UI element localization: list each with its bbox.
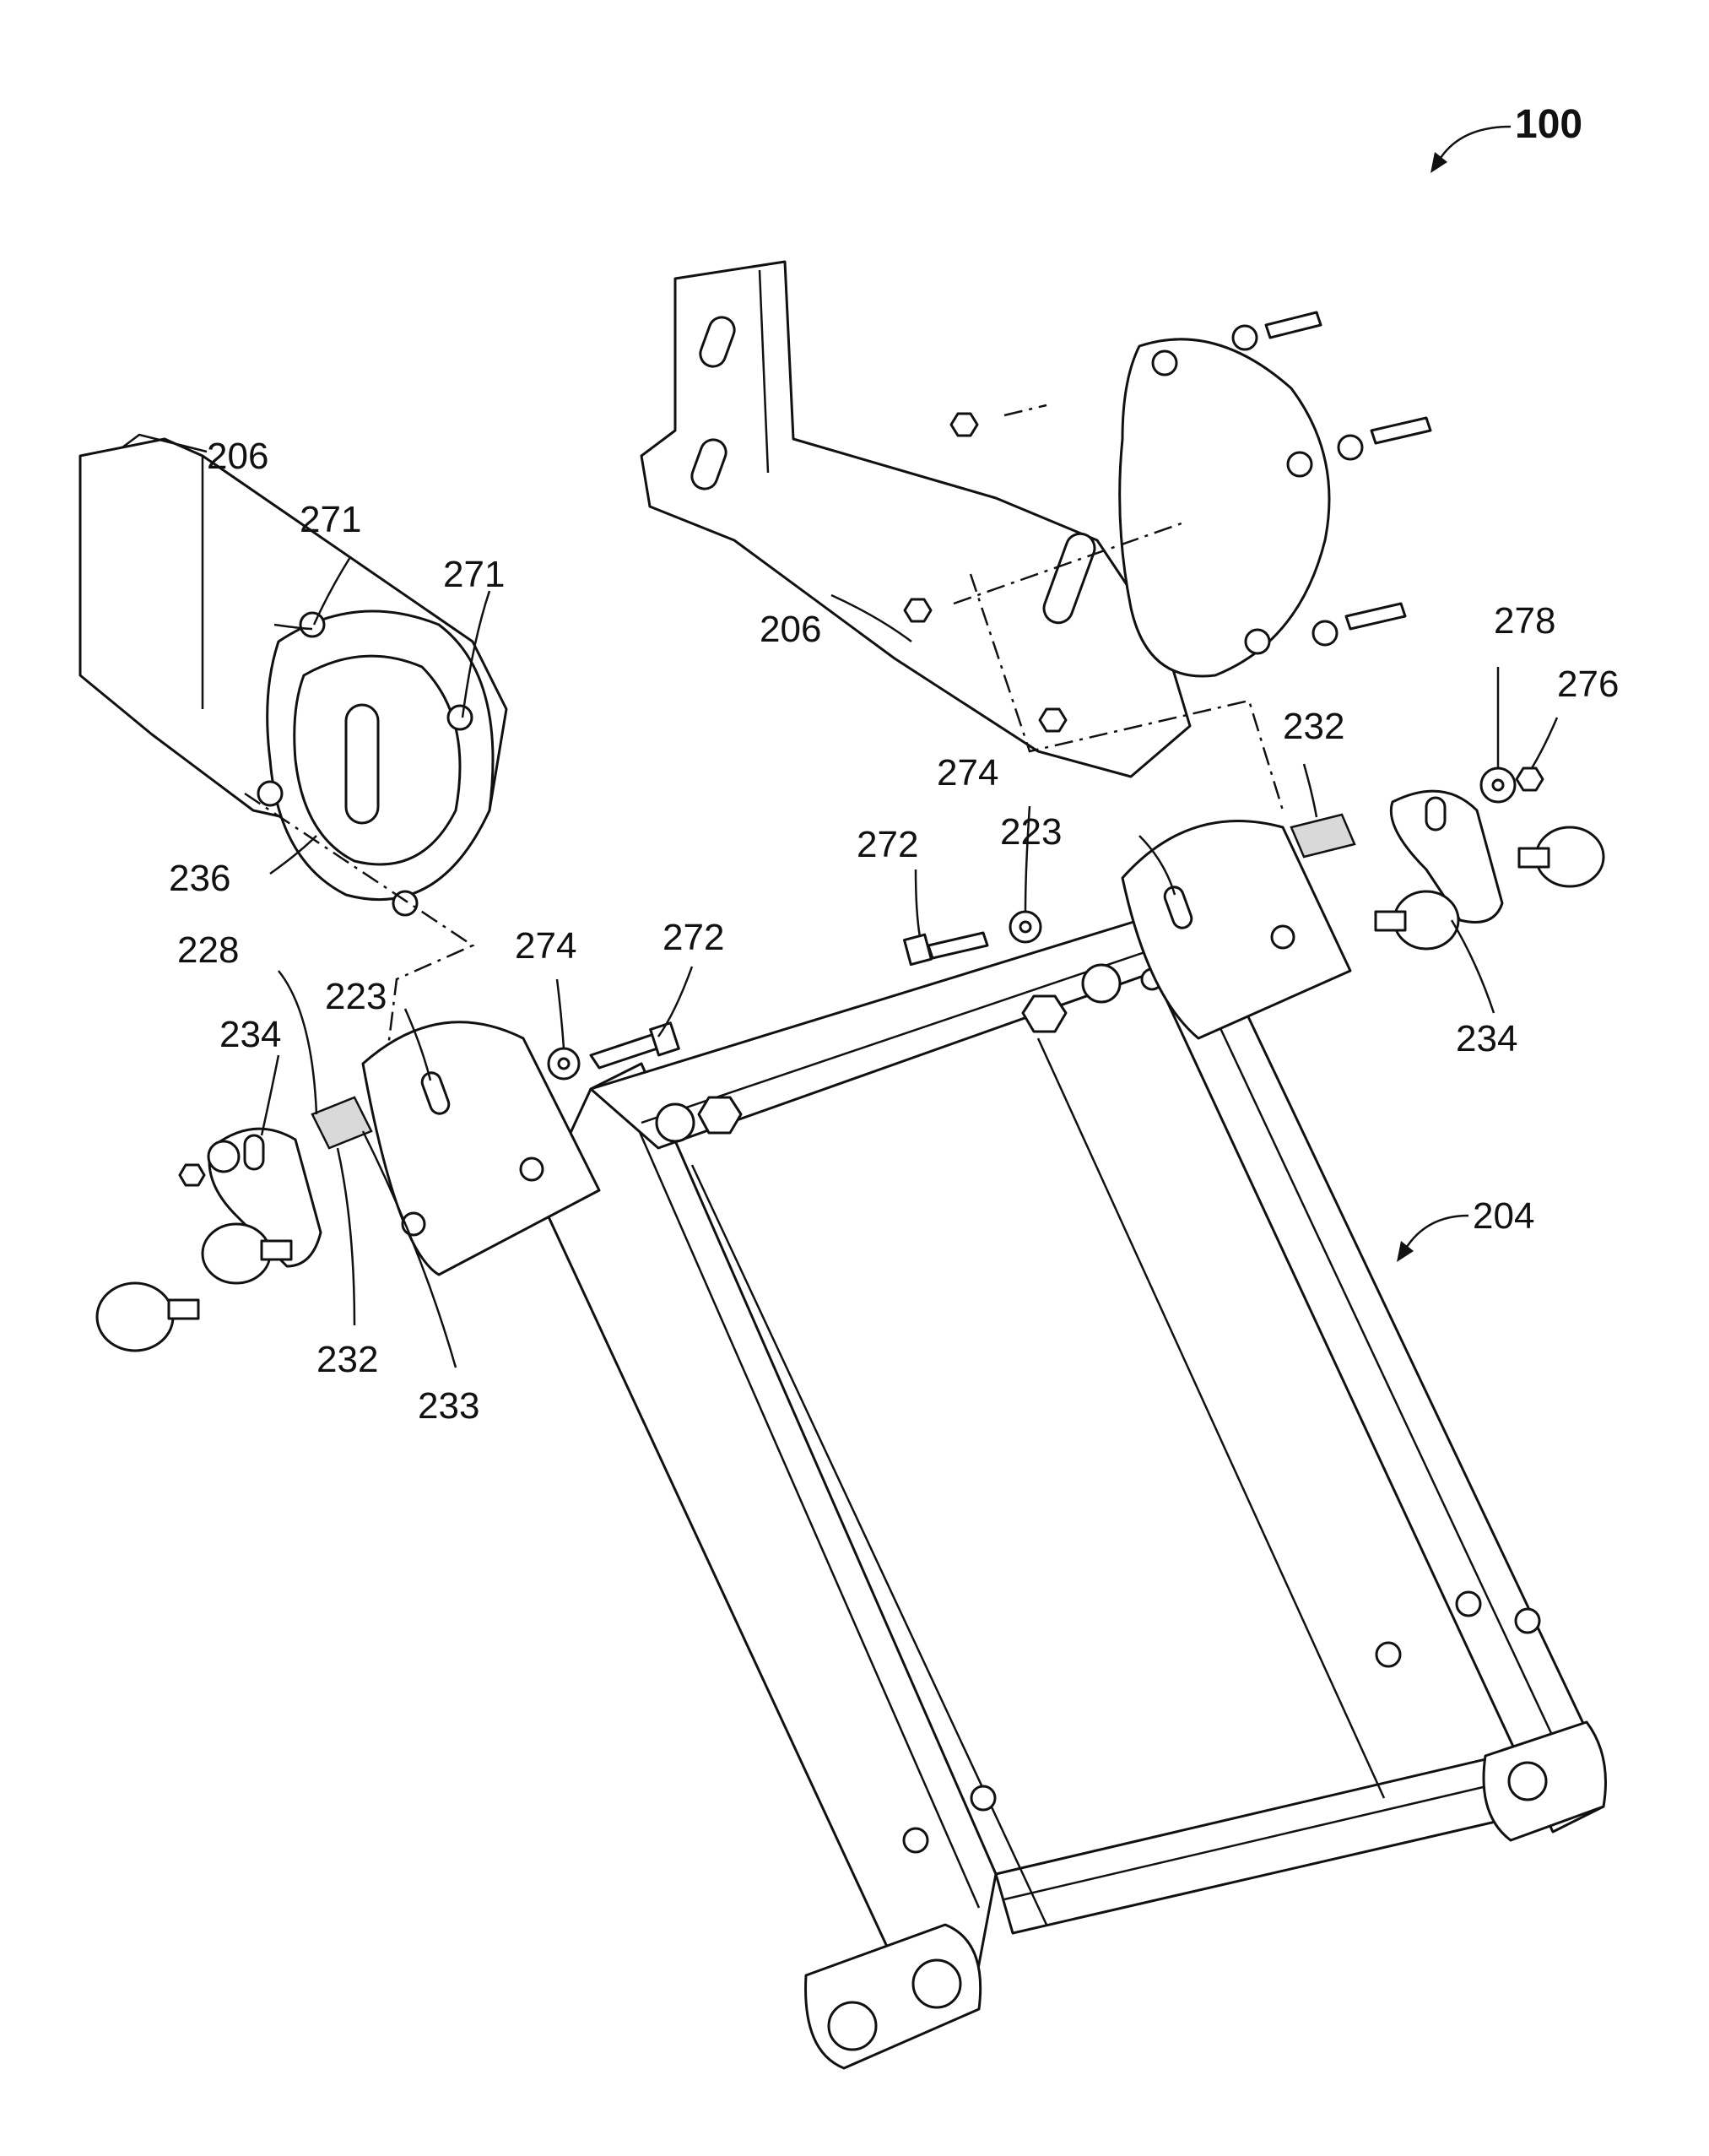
label-236: 236 xyxy=(169,858,230,899)
left-bolt-272 xyxy=(591,1034,663,1068)
right-mount-bracket xyxy=(641,262,1430,777)
frame-right-rail xyxy=(1139,912,1604,1832)
label-271-b: 271 xyxy=(443,554,505,595)
label-272-right: 272 xyxy=(857,824,918,865)
left-spacer xyxy=(203,1224,270,1283)
label-271-a: 271 xyxy=(300,499,361,540)
frame-bottom-crossbar xyxy=(996,1747,1561,1933)
right-bolt-272 xyxy=(928,933,987,958)
label-100: 100 xyxy=(1515,102,1582,147)
label-228: 228 xyxy=(177,929,239,971)
label-204: 204 xyxy=(1473,1195,1534,1237)
label-206-right: 206 xyxy=(760,609,821,650)
left-clip-232 xyxy=(312,1097,371,1148)
label-272-left: 272 xyxy=(663,917,724,958)
label-233: 233 xyxy=(418,1385,479,1427)
label-278: 278 xyxy=(1494,600,1555,642)
right-nut-276 xyxy=(1517,768,1543,790)
left-knob xyxy=(97,1283,173,1351)
label-232-right: 232 xyxy=(1283,706,1344,747)
label-234-left: 234 xyxy=(219,1014,281,1055)
frame-left-rail xyxy=(540,1064,996,2018)
label-274-left: 274 xyxy=(515,925,576,967)
label-223-right: 223 xyxy=(1000,811,1062,853)
frame-assembly xyxy=(540,912,1606,2068)
label-206-left: 206 xyxy=(207,436,268,477)
label-234-right: 234 xyxy=(1456,1018,1517,1059)
label-274-right: 274 xyxy=(937,752,998,794)
left-mount-bracket xyxy=(80,435,506,915)
label-223-left: 223 xyxy=(325,976,387,1017)
right-hub-plate xyxy=(1120,339,1329,676)
label-232-left: 232 xyxy=(316,1339,378,1380)
label-276: 276 xyxy=(1557,664,1619,705)
right-clip-232 xyxy=(1291,815,1355,857)
